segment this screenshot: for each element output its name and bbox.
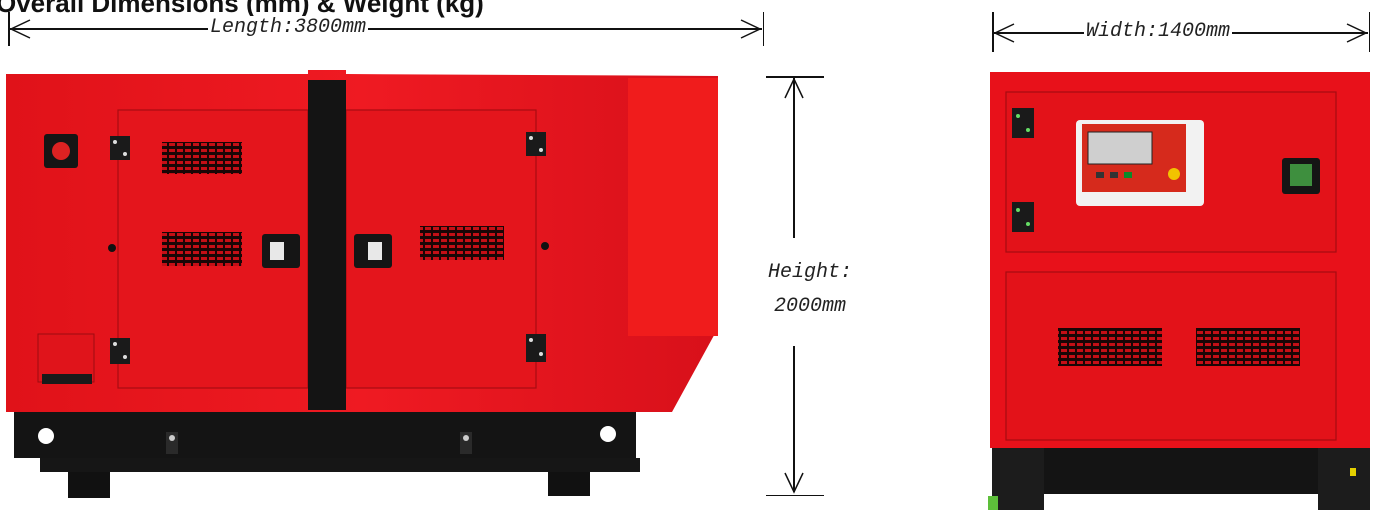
width-tick-right xyxy=(1368,12,1370,52)
front-base-frame xyxy=(992,448,1370,494)
length-line xyxy=(10,28,762,30)
length-label: Length:3800mm xyxy=(208,16,369,39)
arrow-right-icon xyxy=(1346,23,1368,43)
door-handle-icon xyxy=(262,234,300,268)
height-tick-top xyxy=(766,76,824,78)
height-label: Height: 2000mm xyxy=(748,256,872,324)
page-heading: Overall Dimensions (mm) & Weight (kg) xyxy=(0,0,484,18)
width-label: Width:1400mm xyxy=(1084,20,1233,43)
vent-louvre xyxy=(420,226,504,260)
generator-front-view xyxy=(988,72,1370,510)
hinge-icon xyxy=(1012,202,1034,232)
lifting-eye-icon xyxy=(460,432,472,454)
door-handle-icon xyxy=(354,234,392,268)
fuel-panel-latch xyxy=(42,374,92,384)
height-label-line2: 2000mm xyxy=(773,295,846,318)
hinge-icon xyxy=(110,338,130,364)
door-knob xyxy=(541,242,549,250)
center-pillar xyxy=(308,80,346,410)
base-rail xyxy=(40,458,640,472)
hinge-icon xyxy=(526,132,546,156)
height-line-top xyxy=(793,78,795,238)
door-knob xyxy=(108,244,116,252)
hinge-icon xyxy=(1012,108,1034,138)
arrow-left-icon xyxy=(9,19,31,39)
base-foot xyxy=(992,448,1044,510)
width-tick-left xyxy=(992,12,994,52)
length-dimension: Length:3800mm xyxy=(8,12,764,46)
height-dimension xyxy=(766,76,824,496)
vent-louvre xyxy=(162,142,242,174)
emergency-stop-icon xyxy=(44,134,78,168)
generator-side-view xyxy=(6,70,718,498)
base-hole xyxy=(38,428,54,444)
arrow-left-icon xyxy=(993,23,1015,43)
height-line-bottom xyxy=(793,346,795,492)
arrow-right-icon xyxy=(740,19,762,39)
length-tick-left xyxy=(8,12,10,46)
vent-louvre xyxy=(1058,328,1162,366)
hinge-icon xyxy=(526,334,546,362)
arrow-up-icon xyxy=(784,77,804,99)
base-frame xyxy=(14,412,636,458)
vent-louvre xyxy=(1196,328,1300,366)
width-dimension: Width:1400mm xyxy=(992,12,1370,52)
arrow-down-icon xyxy=(784,472,804,494)
base-hole xyxy=(600,426,616,442)
controller-panel xyxy=(1076,120,1204,206)
hinge-icon xyxy=(110,136,130,160)
lifting-eye-icon xyxy=(166,432,178,454)
length-tick-right xyxy=(762,12,764,46)
base-indicator xyxy=(1350,468,1356,476)
base-foot xyxy=(1318,448,1370,510)
base-foot-accent xyxy=(988,496,998,510)
door-handle-icon xyxy=(1282,158,1320,194)
vent-louvre xyxy=(162,232,242,266)
canopy-end-panel xyxy=(628,78,718,336)
height-label-line1: Height: xyxy=(767,261,852,284)
height-tick-bottom xyxy=(766,494,824,496)
